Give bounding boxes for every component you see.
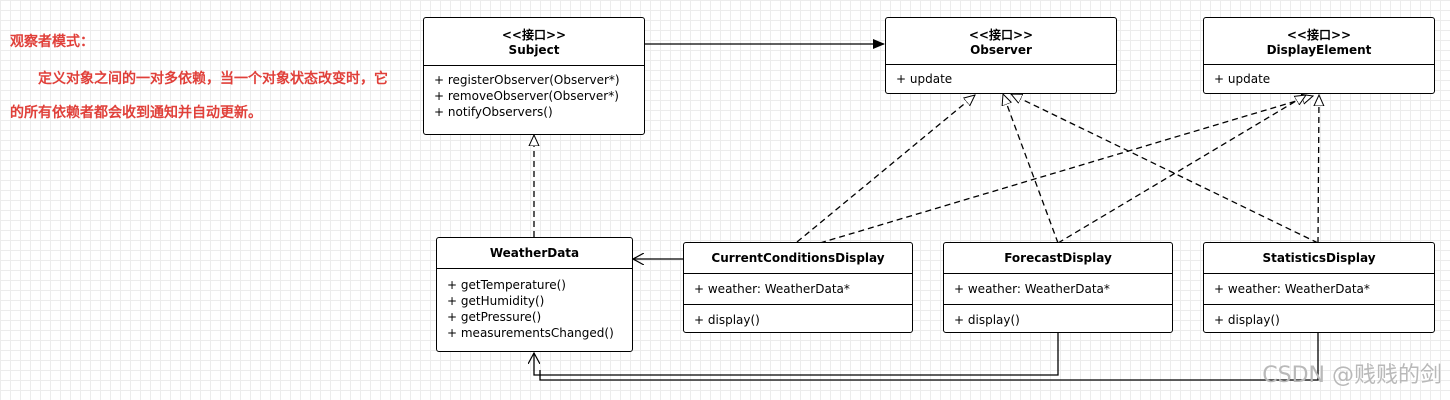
edge-forecast-weatherdata (534, 333, 1059, 376)
subject-method: + registerObserver(Observer*) (434, 73, 620, 87)
forecast-name: ForecastDisplay (1004, 251, 1112, 265)
forecast-attribute: + weather: WeatherData* (954, 282, 1110, 296)
forecast-class[interactable]: ForecastDisplay + weather: WeatherData* … (943, 242, 1173, 333)
description-body: 定义对象之间的一对多依赖，当一个对象状态改变时，它的所有依赖者都会收到通知并自动… (10, 71, 388, 121)
weather-data-name: WeatherData (489, 246, 580, 260)
statistics-attribute: + weather: WeatherData* (1214, 282, 1370, 296)
forecast-methods: + display() (944, 305, 1172, 332)
forecast-attributes: + weather: WeatherData* (944, 274, 1172, 305)
subject-method: + removeObserver(Observer*) (434, 89, 619, 103)
edge-current-display-element (819, 96, 1313, 244)
edge-statistics-observer (1011, 93, 1319, 244)
subject-methods: + registerObserver(Observer*) + removeOb… (424, 66, 644, 124)
subject-name: Subject (508, 43, 560, 57)
display-element-class[interactable]: <<接口>> DisplayElement + update (1203, 17, 1435, 94)
edge-statistics-weatherdata (539, 333, 1319, 381)
edge-forecast-display-element (1057, 95, 1306, 244)
current-conditions-class[interactable]: CurrentConditionsDisplay + weather: Weat… (683, 242, 913, 333)
display-element-header: <<接口>> DisplayElement (1204, 18, 1434, 65)
statistics-class[interactable]: StatisticsDisplay + weather: WeatherData… (1203, 242, 1435, 333)
weather-data-class[interactable]: WeatherData + getTemperature() + getHumi… (436, 237, 633, 352)
description: 观察者模式： 定义对象之间的一对多依赖，当一个对象状态改变时，它的所有依赖者都会… (10, 32, 400, 130)
statistics-name: StatisticsDisplay (1262, 251, 1376, 265)
current-conditions-name: CurrentConditionsDisplay (711, 251, 885, 265)
observer-methods: + update (886, 65, 1116, 91)
weather-data-methods: + getTemperature() + getHumidity() + get… (437, 269, 632, 345)
display-element-stereotype: <<接口>> (1286, 27, 1352, 42)
edge-forecast-observer (1003, 94, 1059, 244)
statistics-methods: + display() (1204, 305, 1434, 332)
subject-header: <<接口>> Subject (424, 18, 644, 66)
subject-class[interactable]: <<接口>> Subject + registerObserver(Observ… (423, 17, 645, 135)
current-conditions-methods: + display() (684, 305, 912, 332)
subject-method: + notifyObservers() (434, 105, 553, 119)
weather-data-method: + getTemperature() (447, 278, 566, 292)
observer-name: Observer (970, 42, 1032, 57)
edge-current-observer (796, 95, 975, 243)
subject-stereotype: <<接口>> (501, 28, 567, 42)
observer-stereotype: <<接口>> (968, 27, 1034, 42)
observer-class[interactable]: <<接口>> Observer + update (885, 17, 1117, 94)
statistics-method: + display() (1214, 313, 1280, 327)
observer-method: + update (896, 72, 953, 86)
weather-data-method: + getHumidity() (447, 294, 545, 308)
display-element-methods: + update (1204, 65, 1434, 91)
current-conditions-attributes: + weather: WeatherData* (684, 274, 912, 305)
display-element-method: + update (1214, 72, 1271, 86)
weather-data-method: + measurementsChanged() (447, 326, 614, 340)
weather-data-method: + getPressure() (447, 310, 542, 324)
description-title: 观察者模式： (10, 34, 94, 50)
forecast-method: + display() (954, 313, 1020, 327)
display-element-name: DisplayElement (1266, 42, 1372, 57)
edge-statistics-display-element (1318, 95, 1319, 244)
weather-data-header: WeatherData (437, 238, 632, 269)
forecast-header: ForecastDisplay (944, 243, 1172, 274)
statistics-header: StatisticsDisplay (1204, 243, 1434, 274)
current-conditions-method: + display() (694, 313, 760, 327)
statistics-attributes: + weather: WeatherData* (1204, 274, 1434, 305)
current-conditions-header: CurrentConditionsDisplay (684, 243, 912, 274)
observer-header: <<接口>> Observer (886, 18, 1116, 65)
current-conditions-attribute: + weather: WeatherData* (694, 282, 850, 296)
watermark: CSDN @贱贱的剑 (1262, 363, 1442, 388)
